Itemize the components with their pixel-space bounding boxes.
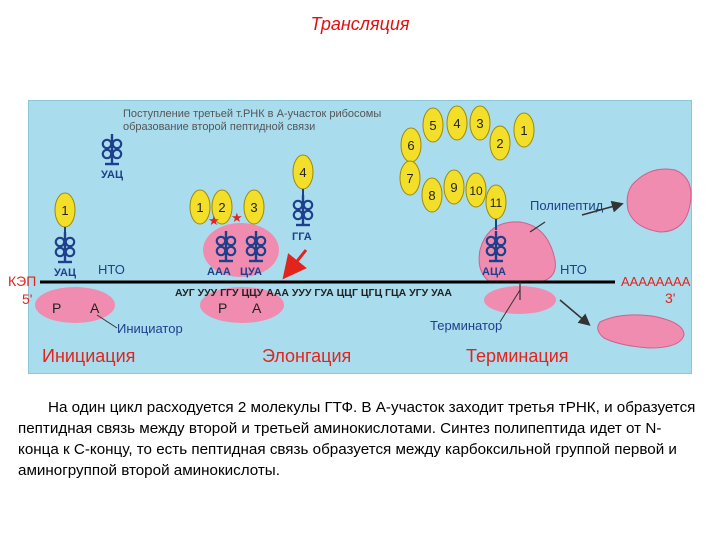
peptide-bond-star-2: ★ — [231, 210, 243, 225]
diagram-header-line-1: Поступление третьей т.РНК в А-участок ри… — [123, 108, 381, 120]
nto-right-label: НТО — [560, 262, 587, 277]
amino-acid-2-elongation — [211, 189, 233, 225]
three-prime-label: 3' — [665, 290, 675, 306]
incoming-trna-arrow — [282, 249, 308, 280]
site-a-initiation: А — [90, 300, 100, 316]
ribosome-released-large — [626, 168, 692, 233]
anticodon-cua: ЦУА — [240, 266, 262, 278]
terminator-label: Терминатор — [430, 318, 502, 333]
stage-elongation: Элонгация — [262, 346, 351, 366]
release-arrow — [559, 299, 591, 326]
amino-acid-label: 9 — [450, 180, 457, 195]
caption-paragraph: На один цикл расходуется 2 молекулы ГТФ.… — [18, 399, 696, 479]
amino-acid-label: 6 — [407, 138, 414, 153]
amino-acid-label: 10 — [469, 184, 483, 198]
amino-acid-label: 3 — [250, 200, 257, 215]
stage-initiation: Инициация — [42, 346, 135, 366]
amino-acid-label: 1 — [196, 200, 203, 215]
kep-label: КЭП — [8, 273, 36, 289]
polypeptide-chain — [399, 105, 535, 220]
nto-left-label: НТО — [98, 262, 125, 277]
terminator-pointer — [499, 289, 521, 323]
five-prime-label: 5' — [22, 291, 32, 307]
amino-acid-label: 4 — [299, 165, 306, 180]
page-title: Трансляция — [310, 14, 410, 34]
amino-acid-label: 11 — [490, 196, 503, 210]
amino-acid-label: 5 — [429, 118, 436, 133]
anticodon-uac: УАЦ — [54, 267, 76, 279]
site-a-elongation: А — [252, 300, 262, 316]
amino-acid-label: 8 — [428, 188, 435, 203]
trna-icon — [292, 193, 314, 227]
amino-acid-label: 4 — [453, 116, 460, 131]
diagram-header-line-2: образование второй пептидной связи — [123, 121, 315, 133]
anticodon-aca: АЦА — [482, 266, 506, 278]
initiator-label: Инициатор — [117, 321, 183, 336]
trna-icon — [101, 132, 123, 166]
amino-acid-label: 1 — [520, 123, 527, 138]
amino-acid-3-elongation — [243, 189, 265, 225]
polypeptide-label: Полипептид — [530, 198, 604, 213]
initiator-pointer — [96, 314, 118, 329]
translation-diagram-panel — [28, 100, 692, 374]
anticodon-uac-top: УАЦ — [101, 169, 123, 181]
polypeptide-arrow — [581, 200, 624, 216]
caption-text: На один цикл расходуется 2 молекулы ГТФ.… — [18, 397, 702, 481]
anticodon-gga: ГГА — [292, 231, 312, 243]
trna-icon — [54, 230, 76, 264]
site-p-elongation: Р — [218, 300, 227, 316]
amino-acid-label: 7 — [406, 171, 413, 186]
amino-acid-1-elongation — [189, 189, 211, 225]
site-p-initiation: Р — [52, 300, 61, 316]
amino-acid-label: 2 — [496, 136, 503, 151]
poly-a-tail: AAAAAAAA — [621, 274, 691, 289]
amino-acid-label: 1 — [61, 203, 68, 218]
ribosome-initiation — [35, 287, 115, 323]
polypeptide-pointer — [529, 221, 546, 233]
anticodon-aaa: ААА — [207, 266, 231, 278]
amino-acid-label: 2 — [218, 200, 225, 215]
peptide-bond-star-1: ★ — [208, 213, 220, 228]
mrna-sequence: АУГ УУУ ГГУ ЦЦУ ААА УУУ ГУА ЦЦГ ЦГЦ ГЦА … — [175, 287, 452, 299]
stage-termination: Терминация — [466, 346, 569, 366]
amino-acid-label: 3 — [476, 116, 483, 131]
ribosome-released-small — [597, 314, 685, 349]
